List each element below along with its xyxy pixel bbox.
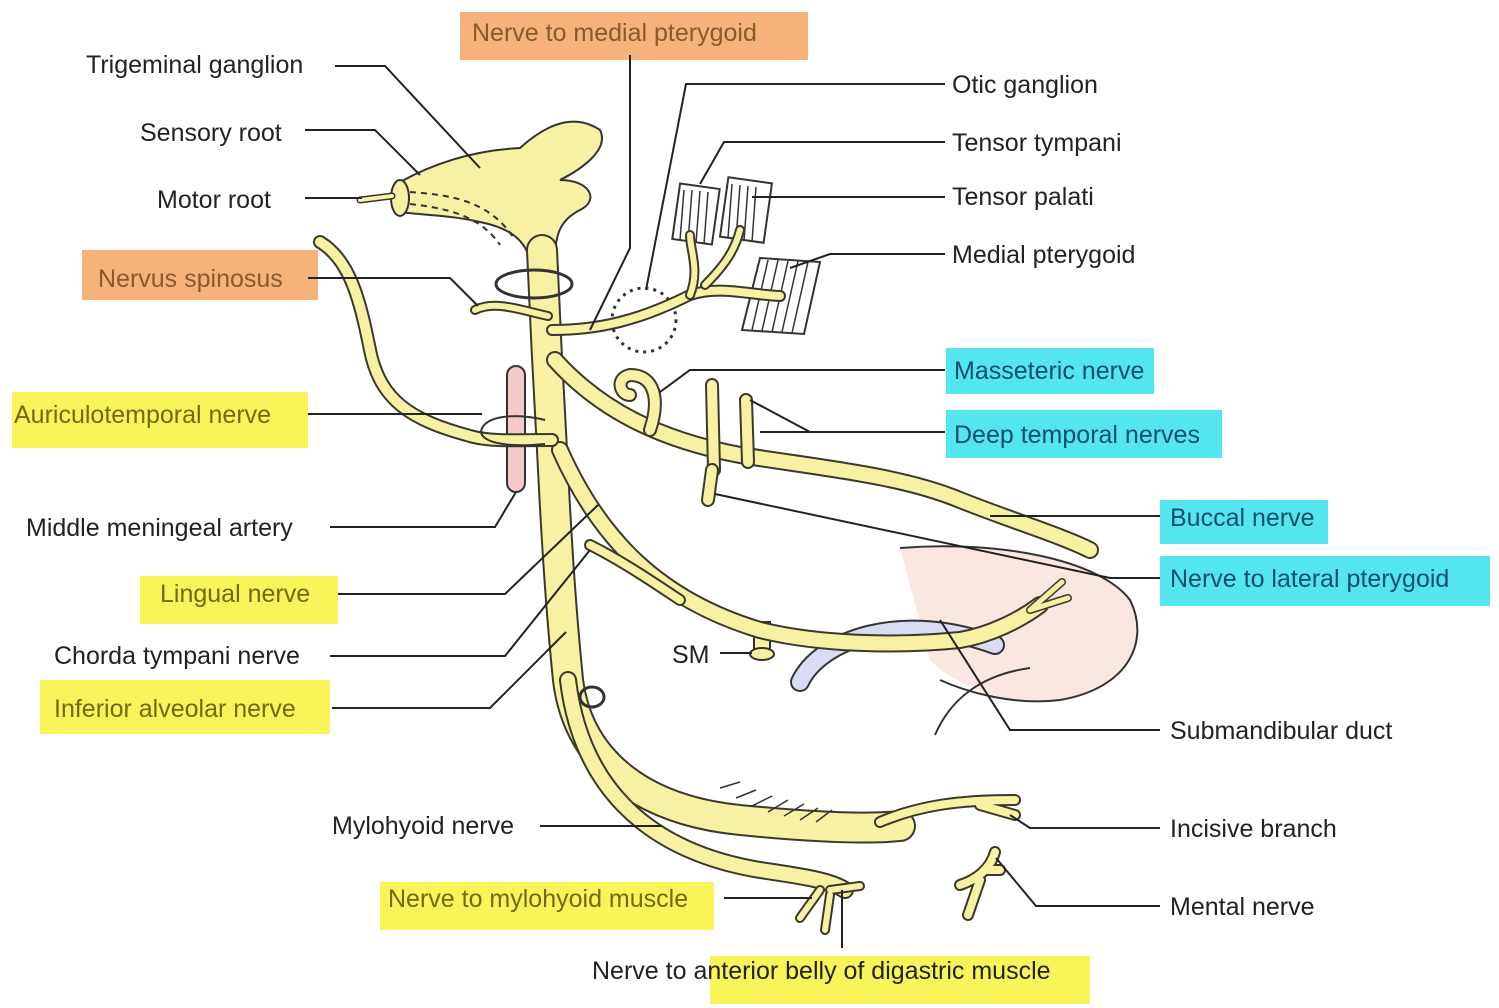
label-otic-ganglion: Otic ganglion [952,70,1098,100]
label-nerve-to-medial-pterygoid: Nerve to medial pterygoid [472,18,757,48]
label-anterior-belly-of-digastric-muscle: anterior belly of digastric muscle [693,957,1050,985]
label-mental-nerve: Mental nerve [1170,892,1315,922]
label-chorda-tympani-nerve: Chorda tympani nerve [54,641,300,671]
middle-meningeal-artery [507,366,525,492]
label-motor-root: Motor root [157,185,271,215]
sm-ganglion [750,648,774,660]
label-middle-meningeal-artery: Middle meningeal artery [26,513,293,543]
label-submandibular-duct: Submandibular duct [1170,716,1392,746]
label-auriculotemporal-nerve: Auriculotemporal nerve [14,400,271,430]
label-buccal-nerve: Buccal nerve [1170,503,1315,533]
label-sensory-root: Sensory root [140,118,282,148]
label-trigeminal-ganglion: Trigeminal ganglion [86,50,303,80]
tensor-palati-muscle [720,177,772,243]
label-nerve-to-anterior-belly-prefix: Nerve to [592,957,693,985]
label-mylohyoid-nerve: Mylohyoid nerve [332,811,514,841]
tensor-tympani-muscle [672,183,719,244]
label-tensor-tympani: Tensor tympani [952,128,1122,158]
label-lingual-nerve: Lingual nerve [160,579,310,609]
label-incisive-branch: Incisive branch [1170,814,1337,844]
label-nervus-spinosus: Nervus spinosus [98,264,283,294]
label-nerve-to-lateral-pterygoid: Nerve to lateral pterygoid [1170,564,1449,594]
label-tensor-palati: Tensor palati [952,182,1094,212]
label-nerve-to-mylohyoid-muscle: Nerve to mylohyoid muscle [388,884,688,914]
label-medial-pterygoid: Medial pterygoid [952,240,1135,270]
trigeminal-ganglion [400,122,602,260]
label-deep-temporal-nerves: Deep temporal nerves [954,420,1200,450]
label-inferior-alveolar-nerve: Inferior alveolar nerve [54,694,296,724]
label-masseteric-nerve: Masseteric nerve [954,356,1144,386]
label-nerve-to-anterior-belly: Nerve to anterior belly of digastric mus… [592,956,1051,986]
label-sm: SM [672,640,710,670]
